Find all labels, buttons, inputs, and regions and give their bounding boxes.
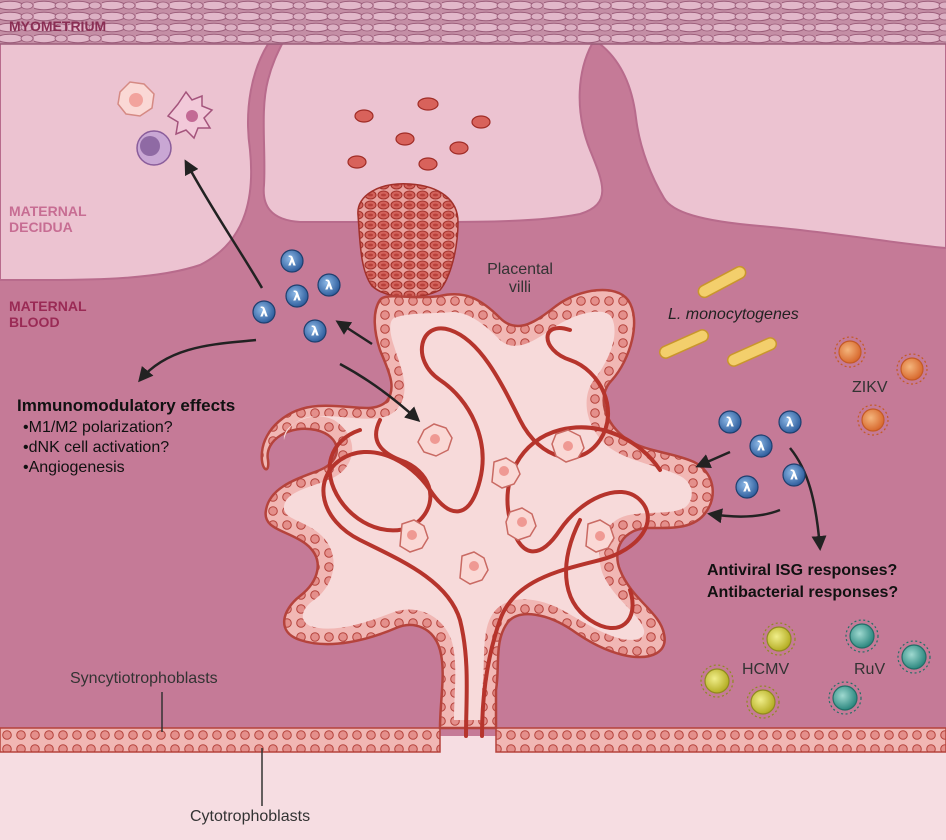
lambda-ifn-molecule: λ [280,249,304,273]
lambda-symbol: λ [325,279,333,294]
maternal-decidua-region [0,0,946,282]
hcmv-label: HCMV [742,661,790,678]
lambda-symbol: λ [786,416,794,431]
zikv-label: ZIKV [852,379,888,396]
antibacterial-response-label: Antibacterial responses? [707,584,899,602]
immunomodulatory-item: Angiogenesis [23,459,235,477]
zikv-particles [834,336,928,436]
lambda-symbol: λ [726,416,734,431]
l-monocytogenes-label: L. monocytogenes [668,306,799,323]
syncytiotrophoblasts-label: Syncytiotrophoblasts [70,670,218,687]
arrows [138,159,827,551]
lambda-ifn-molecule: λ [285,284,309,308]
lambda-symbol: λ [790,469,798,484]
lambda-symbol: λ [743,481,751,496]
lambda-symbol: λ [757,440,765,455]
hcmv-particles [700,622,796,719]
responses-box: Antiviral ISG responses? Antibacterial r… [707,562,898,607]
cytotrophoblasts-label: Cytotrophoblasts [190,808,311,825]
label-pointers [161,692,263,806]
lambda-ifn-molecule: λ [303,319,327,343]
lambda-ifn-molecule: λ [317,273,341,297]
lambda-symbol: λ [288,255,296,270]
ruv-particles [828,619,931,715]
trophoblast-plug [357,183,459,298]
lambda-symbol: λ [260,306,268,321]
chorionic-plate [0,736,946,840]
red-blood-cells [347,97,491,171]
maternal-blood-label: MATERNAL BLOOD [9,298,87,331]
lambda-ifn-molecule: λ [782,463,806,487]
basal-trophoblast-layer [0,727,946,753]
immunomodulatory-item: M1/M2 polarization? [23,419,235,437]
placental-villi-label: Placental villi [487,261,553,297]
lambda-ifn-molecule: λ [735,475,759,499]
lambda-ifn-molecule: λ [252,300,276,324]
antiviral-response-label: Antiviral ISG responses? [707,562,898,579]
lambda-ifn-molecule: λ [749,434,773,458]
myometrium-label: MYOMETRIUM [9,18,107,34]
immunomodulatory-heading: Immunomodulatory effects [17,396,236,415]
ruv-label: RuV [854,661,886,678]
immunomodulatory-list: M1/M2 polarization? dNK cell activation?… [17,419,235,478]
lambda-ifn-molecules: λ λ λ λ λ λ λ λ λ λ [252,249,806,499]
lambda-ifn-molecule: λ [718,410,742,434]
myometrium-region [0,0,946,44]
maternal-decidua-label: MATERNAL DECIDUA [9,203,87,236]
immunomodulatory-item: dNK cell activation? [23,439,235,457]
immunomodulatory-effects-box: Immunomodulatory effects M1/M2 polarizat… [17,396,235,480]
lambda-ifn-molecule: λ [778,410,802,434]
villus-immune-cells [399,423,615,585]
bacteria [658,265,778,367]
lambda-symbol: λ [293,290,301,305]
decidual-immune-cells [117,81,214,166]
lambda-symbol: λ [311,325,319,340]
